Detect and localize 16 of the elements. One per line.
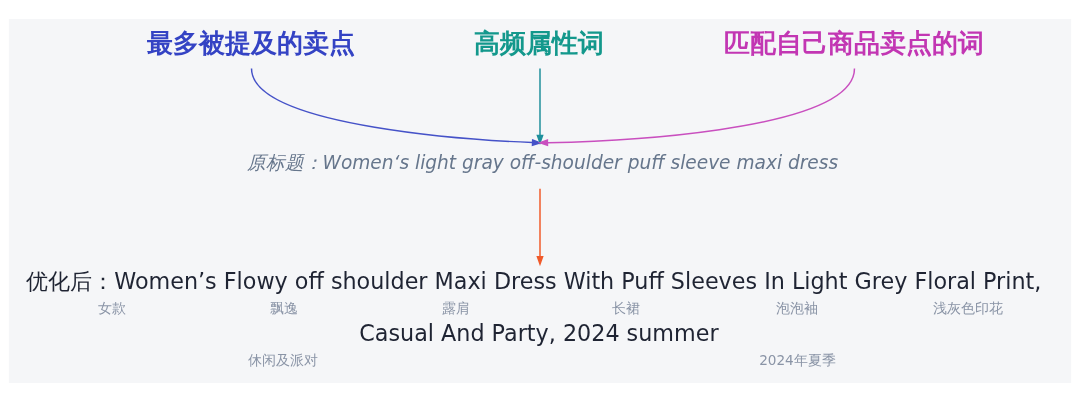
node-text: 匹配自己商品卖点的词 (723, 27, 984, 58)
arrow (250, 67, 543, 147)
node-label: 休闲及派对 (247, 352, 318, 369)
arrow (536, 188, 544, 267)
node-label: 浅灰色印花 (933, 300, 1004, 317)
node-label: 女款 (98, 300, 126, 317)
node-text: 原标题：Women‘s light gray off-shoulder puff sleeve maxi dress (246, 152, 839, 174)
node-label: 露肩 (441, 300, 470, 317)
node-label: 飘逸 (270, 300, 299, 317)
node-text: 高频属性词 (474, 27, 605, 58)
node-label: 2024年夏季 (759, 352, 836, 369)
arrow (536, 67, 544, 146)
node-label: 泡泡袖 (776, 300, 819, 317)
node-label: 长裙 (612, 300, 641, 317)
arrow (537, 67, 856, 147)
node-text: 最多被提及的卖点 (146, 27, 355, 58)
